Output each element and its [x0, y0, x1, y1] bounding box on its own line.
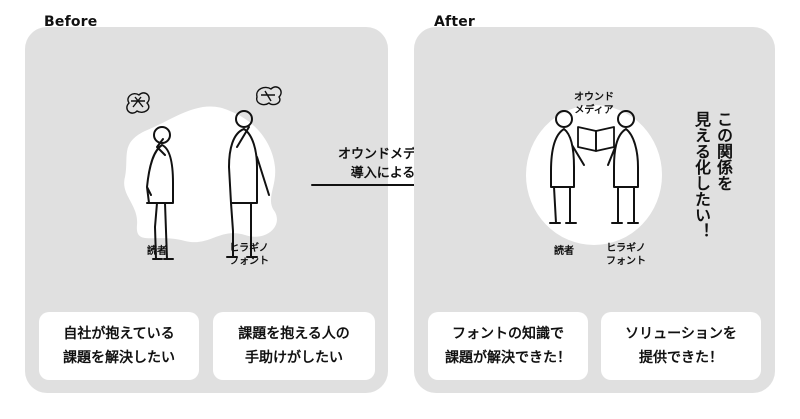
book-icon	[577, 126, 615, 152]
before-reader-label: 読者	[147, 246, 167, 257]
font-scribble-icon	[256, 86, 282, 106]
after-reader-figure	[549, 110, 585, 224]
before-title: Before	[44, 14, 98, 30]
before-font-label: ヒラギノ フォント	[229, 243, 269, 267]
reader-figure	[146, 126, 174, 260]
before-illustration	[124, 86, 282, 260]
font-figure	[226, 110, 270, 258]
after-font-box: フォントの知識で 課題が解決できた！	[428, 312, 588, 380]
after-reader-label: 読者	[554, 246, 574, 257]
after-illustration	[526, 105, 662, 245]
after-solution-box: ソリューションを 提供できた！	[601, 312, 761, 380]
before-reader-box: 自社が抱えている 課題を解決したい	[39, 312, 199, 380]
visualize-vertical-text: この関係を 見える化したい！	[692, 111, 733, 239]
after-font-label: ヒラギノ フォント	[606, 243, 646, 267]
after-font-figure	[607, 110, 639, 224]
before-panel: 読者 ヒラギノ フォント 自社が抱えている 課題を解決したい 課題を抱える人の …	[25, 27, 388, 393]
confusion-blob	[124, 106, 277, 243]
reader-scribble-icon	[126, 92, 150, 114]
after-panel: オウンド メディア 読者 ヒラギノ フォント この関係を 見える化したい！ フォ…	[414, 27, 775, 393]
after-title: After	[434, 14, 476, 30]
media-label: オウンド メディア	[574, 92, 614, 116]
before-font-box: 課題を抱える人の 手助けがしたい	[213, 312, 375, 380]
relationship-circle	[526, 105, 662, 245]
